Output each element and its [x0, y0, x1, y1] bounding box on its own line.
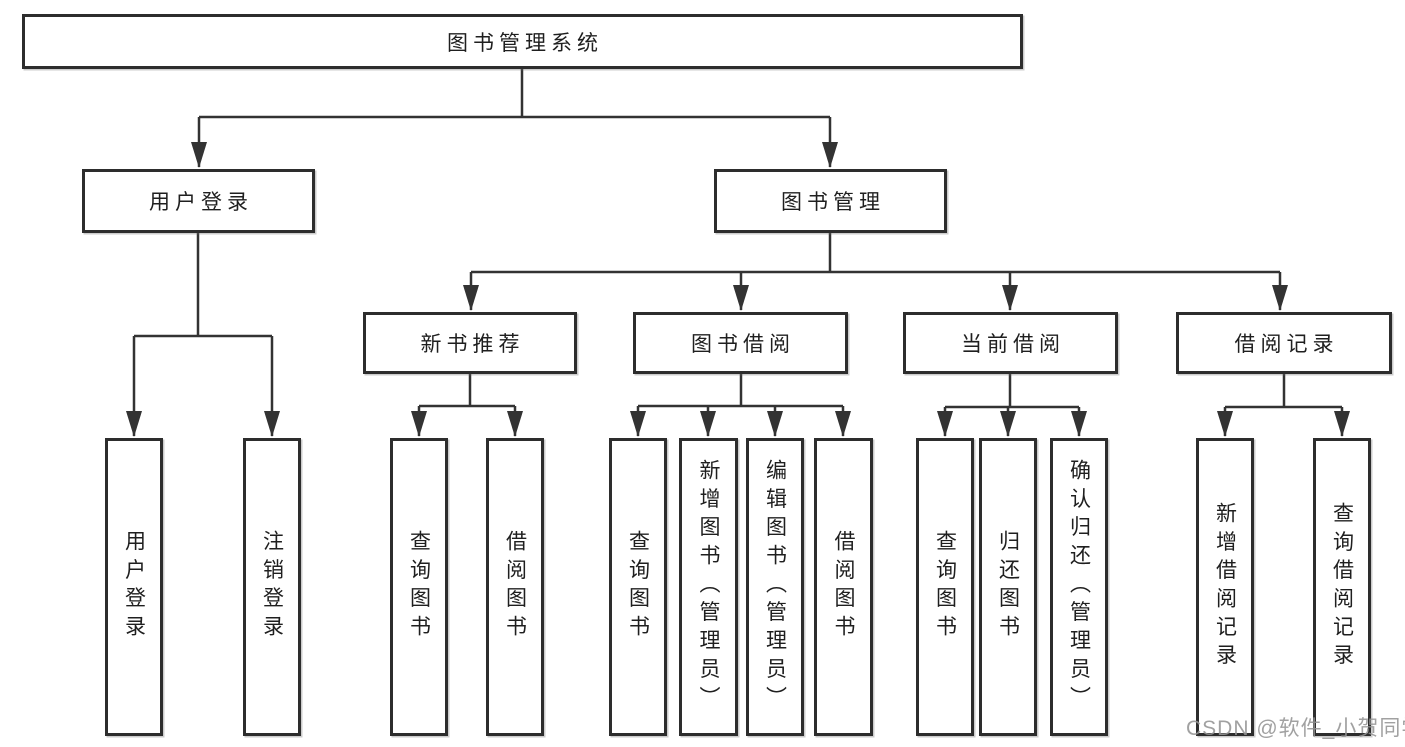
leaf-edit-books-admin: 编辑图书（管理员）	[746, 438, 804, 736]
leaf-recommend-borrow-books: 借阅图书	[486, 438, 544, 736]
connector-root-to-level2	[199, 69, 830, 119]
node-current-borrowing: 当前借阅	[903, 312, 1118, 374]
leaf-add-books-admin: 新增图书（管理员）	[679, 438, 738, 736]
leaf-borrowing-query-books: 查询图书	[609, 438, 667, 736]
connector-records-branch	[1225, 374, 1342, 409]
node-user-login: 用户登录	[82, 169, 315, 233]
leaf-recommend-query-books: 查询图书	[390, 438, 448, 736]
connector-recommendation-branch	[419, 374, 515, 408]
csdn-watermark: CSDN @软件_小贺同学	[1186, 717, 1405, 740]
leaf-add-borrow-record: 新增借阅记录	[1196, 438, 1254, 736]
leaf-current-query-books: 查询图书	[916, 438, 974, 736]
connector-user-login-branch	[134, 233, 272, 338]
node-borrowing-records: 借阅记录	[1176, 312, 1392, 374]
connector-borrowing-branch	[638, 374, 843, 408]
leaf-confirm-return-admin: 确认归还（管理员）	[1050, 438, 1108, 736]
node-new-book-recommendation: 新书推荐	[363, 312, 577, 374]
leaf-logout-login: 注销登录	[243, 438, 301, 736]
leaf-query-borrow-record: 查询借阅记录	[1313, 438, 1371, 736]
node-library-management-system: 图书管理系统	[22, 14, 1023, 69]
connector-book-management-branch	[471, 233, 1280, 274]
connector-current-branch	[945, 374, 1079, 409]
leaf-borrowing-borrow-books: 借阅图书	[814, 438, 873, 736]
node-book-borrowing: 图书借阅	[633, 312, 848, 374]
node-book-management: 图书管理	[714, 169, 947, 233]
leaf-return-books: 归还图书	[979, 438, 1037, 736]
leaf-user-login: 用户登录	[105, 438, 163, 736]
